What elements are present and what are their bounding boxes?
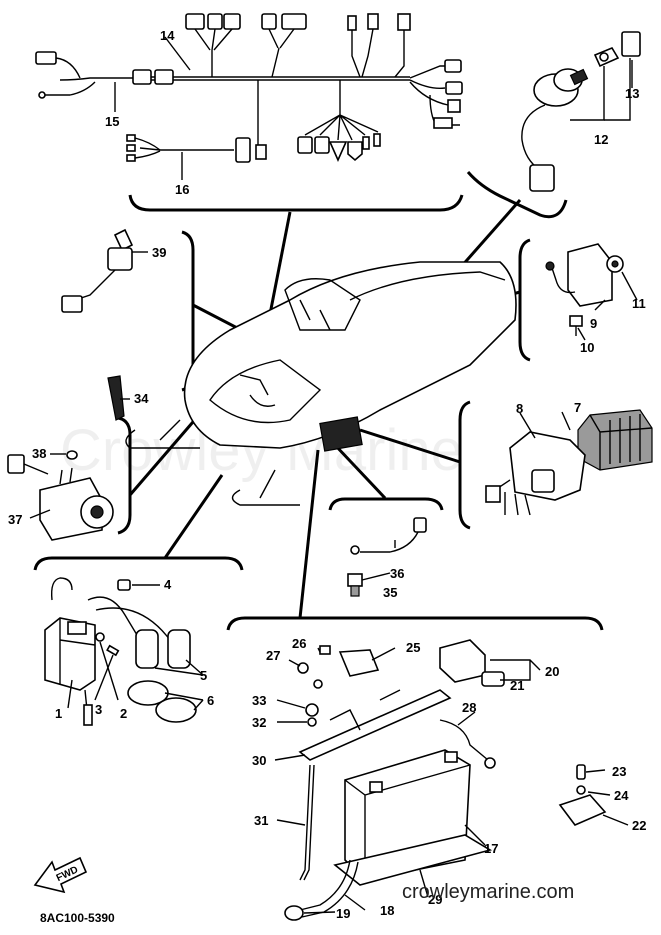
callout-16: 16: [175, 182, 189, 197]
callout-38: 38: [32, 446, 46, 461]
battery-band[interactable]: [299, 764, 315, 881]
starter-relay[interactable]: [297, 645, 380, 727]
ignition-switch[interactable]: [521, 31, 641, 192]
callout-33: 33: [252, 693, 266, 708]
callout-32: 32: [252, 715, 266, 730]
callout-4: 4: [164, 577, 172, 592]
callout-8: 8: [516, 401, 523, 416]
callout-6: 6: [207, 693, 214, 708]
callout-23: 23: [612, 764, 626, 779]
callout-36: 36: [390, 566, 404, 581]
callout-7: 7: [574, 400, 581, 415]
callout-3: 3: [95, 702, 102, 717]
rectifier-regulator[interactable]: [485, 409, 653, 516]
callout-labels: 1 2 3 4 5 6 7 8 9 10 11 12 13 14 15 16 1…: [8, 28, 646, 921]
callout-5: 5: [200, 668, 207, 683]
callout-30: 30: [252, 753, 266, 768]
callout-12: 12: [594, 132, 608, 147]
callout-24: 24: [614, 788, 629, 803]
callout-10: 10: [580, 340, 594, 355]
callout-21: 21: [510, 678, 524, 693]
callout-9: 9: [590, 316, 597, 331]
fuse-box[interactable]: [439, 639, 505, 687]
thermo-switch[interactable]: [347, 573, 363, 597]
sensor-lead[interactable]: [350, 517, 427, 555]
callout-13: 13: [625, 86, 639, 101]
callout-29: 29: [428, 892, 442, 907]
callout-22: 22: [632, 818, 646, 833]
callout-20: 20: [545, 664, 559, 679]
callout-31: 31: [254, 813, 268, 828]
snowmobile-body: [125, 261, 517, 506]
ignition-coil[interactable]: [44, 577, 197, 726]
callout-11: 11: [632, 296, 646, 311]
callout-34: 34: [134, 391, 149, 406]
callout-1: 1: [55, 706, 62, 721]
callout-17: 17: [484, 841, 498, 856]
callout-28: 28: [462, 700, 476, 715]
battery[interactable]: [333, 719, 496, 886]
callout-19: 19: [336, 906, 350, 921]
wire-harness-main[interactable]: [35, 13, 463, 163]
callout-25: 25: [406, 640, 420, 655]
starter-motor[interactable]: [7, 450, 114, 541]
callout-14: 14: [160, 28, 175, 43]
wire-clip[interactable]: [107, 375, 125, 421]
callout-27: 27: [266, 648, 280, 663]
cdi-unit[interactable]: [545, 243, 624, 336]
site-watermark: crowleymarine.com: [402, 881, 574, 903]
diagram-code: 8AC100-5390: [40, 911, 115, 925]
callout-39: 39: [152, 245, 166, 260]
callout-26: 26: [292, 636, 306, 651]
callout-35: 35: [383, 585, 397, 600]
battery-bracket[interactable]: [298, 689, 452, 761]
callout-15: 15: [105, 114, 119, 129]
callout-37: 37: [8, 512, 22, 527]
fwd-arrow: FWD: [33, 856, 88, 894]
battery-holder[interactable]: [558, 764, 607, 826]
callout-18: 18: [380, 903, 394, 918]
callout-2: 2: [120, 706, 127, 721]
handlebar-switch[interactable]: [61, 228, 134, 313]
callout-leaders: [29, 36, 638, 914]
